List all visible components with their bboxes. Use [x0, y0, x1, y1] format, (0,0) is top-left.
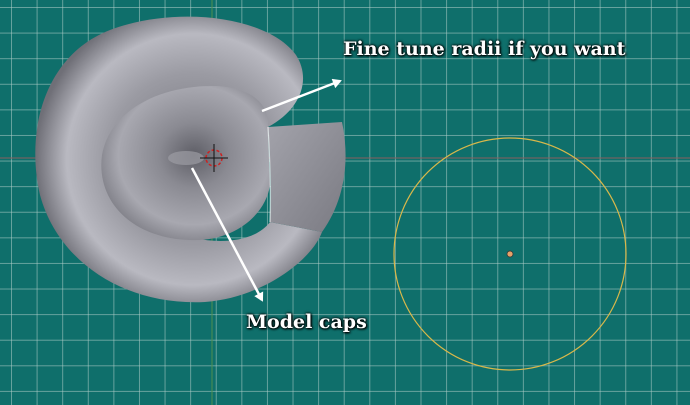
caps-annotation: Model caps: [246, 311, 367, 333]
radii-annotation: Fine tune radii if you want: [343, 38, 626, 60]
object-origin-dot[interactable]: [506, 250, 514, 258]
spiral-cap-face: [268, 122, 346, 232]
spiral-core: [168, 151, 204, 165]
bezier-circle[interactable]: [393, 137, 627, 371]
caps-arrow: [190, 167, 264, 302]
spiral-seam-line: [267, 126, 271, 223]
3d-cursor-icon[interactable]: [200, 144, 228, 172]
radii-arrow: [261, 78, 342, 113]
spiral-mesh[interactable]: [35, 16, 346, 303]
